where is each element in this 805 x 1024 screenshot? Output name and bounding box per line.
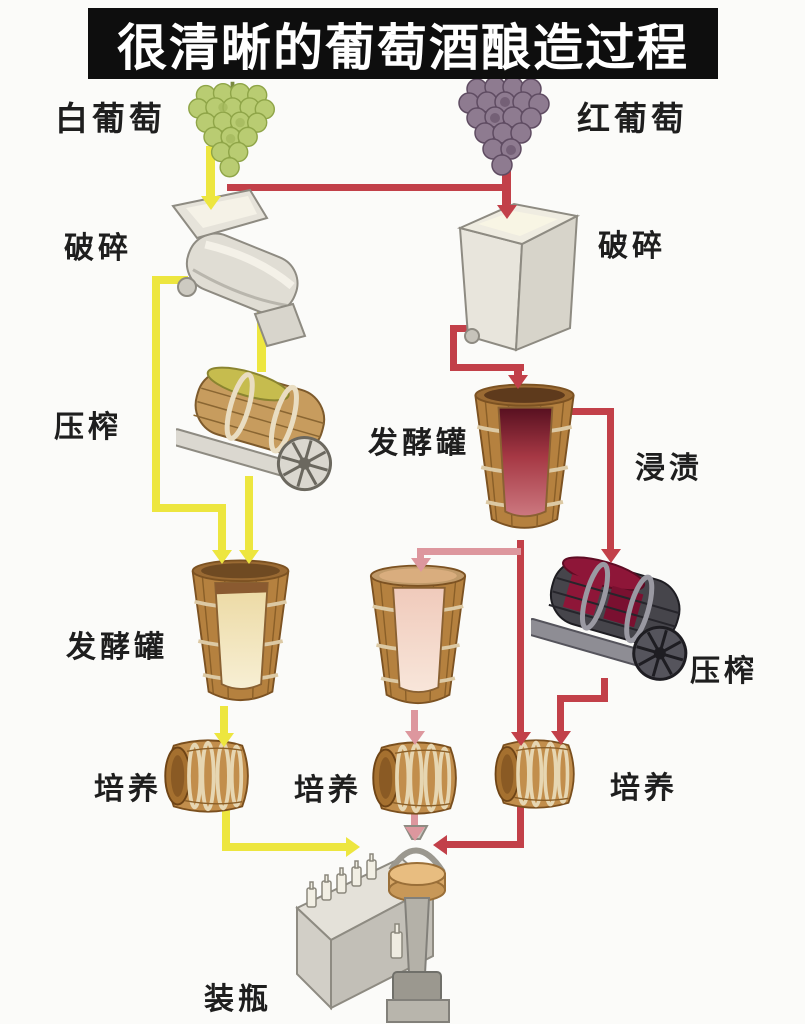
label-red-grapes: 红葡萄: [577, 100, 688, 137]
label-aging-left: 培养: [94, 773, 162, 806]
label-maceration: 浸渍: [635, 452, 703, 485]
flow-red-grapes-to-crusher: [502, 156, 511, 208]
label-crush-right: 破碎: [598, 230, 666, 263]
flow-press-to-tank: [245, 476, 253, 554]
flow-barrel-to-bottling-h: [222, 843, 348, 851]
label-crush-left: 破碎: [64, 232, 132, 265]
flow-crusher2-to-tank-v2: [514, 364, 522, 378]
flow-crusher2-to-tank-h2: [450, 364, 524, 371]
flow-maceration-v: [607, 408, 614, 552]
fermentation-tank-red-illustration: [474, 383, 575, 529]
flow-barrel3-to-bottling-h: [447, 841, 524, 848]
flow-crusher-to-tank-v2: [218, 504, 226, 554]
aging-barrel-left-illustration: [164, 739, 249, 813]
flow-white-grapes-to-crusher: [206, 146, 215, 198]
flow-cross-line: [227, 184, 508, 191]
arrowhead: [239, 550, 259, 564]
aging-barrel-middle-illustration: [372, 741, 457, 815]
flow-press2-to-barrel-h: [557, 695, 608, 702]
arrowhead: [433, 835, 447, 855]
arrowhead: [511, 732, 531, 746]
flow-crusher-to-tank-v1: [152, 276, 160, 512]
label-ferment-red: 发酵罐: [368, 427, 470, 460]
white-grape-cluster-illustration: [188, 81, 276, 178]
flow-maceration-h: [572, 408, 614, 415]
press-right-illustration: [531, 556, 688, 681]
arrowhead: [411, 558, 431, 572]
flow-barrel3-to-bottling-v: [517, 800, 524, 848]
label-bottling: 装瓶: [204, 983, 272, 1016]
label-white-grapes: 白葡萄: [55, 100, 166, 137]
arrowhead: [212, 550, 232, 564]
arrowhead: [508, 375, 528, 389]
label-aging-middle: 培养: [294, 774, 362, 807]
arrowhead: [405, 827, 425, 841]
label-aging-right: 培养: [610, 772, 678, 805]
arrowhead: [346, 837, 360, 857]
bottling-machine-illustration: [295, 825, 450, 1023]
flow-crusher2-to-tank-v1: [450, 325, 457, 371]
flow-redtank-to-barrel: [517, 540, 524, 736]
flow-branch-to-midtank-h: [417, 548, 521, 555]
title-banner: 很清晰的葡萄酒酿造过程: [88, 8, 718, 79]
arrowhead: [497, 205, 517, 219]
flow-crusher-to-press: [257, 298, 266, 372]
label-press-right: 压榨: [690, 655, 758, 688]
arrowhead: [601, 549, 621, 563]
crusher-left-illustration: [171, 188, 307, 348]
flow-midtank-to-barrel: [411, 710, 418, 736]
label-press-left: 压榨: [54, 411, 122, 444]
arrowhead: [214, 733, 234, 747]
arrowhead: [405, 731, 425, 745]
red-grape-cluster-illustration: [458, 75, 550, 176]
fermentation-tank-middle-illustration: [369, 564, 467, 704]
fermentation-tank-white-illustration: [191, 559, 290, 701]
diagram-title: 很清晰的葡萄酒酿造过程: [117, 19, 689, 76]
flow-crusher-to-tank-h1: [152, 276, 188, 284]
arrowhead: [201, 196, 221, 210]
flow-barrel-to-bottling-v: [222, 806, 230, 851]
flow-press2-out-v: [601, 678, 608, 702]
flow-press2-to-barrel-v: [557, 695, 564, 735]
press-left-illustration: [176, 366, 332, 492]
crusher-right-illustration: [456, 202, 581, 352]
arrowhead: [551, 731, 571, 745]
label-ferment-white: 发酵罐: [66, 631, 168, 664]
flow-tank-to-barrel: [220, 706, 228, 736]
flow-crusher-to-tank-h2: [152, 504, 226, 512]
flow-crusher2-to-tank-h1: [450, 325, 480, 332]
flow-branch-to-midtank-v: [417, 548, 424, 562]
aging-barrel-right-illustration: [494, 739, 575, 809]
flow-barrel2-to-bottling: [411, 806, 418, 832]
